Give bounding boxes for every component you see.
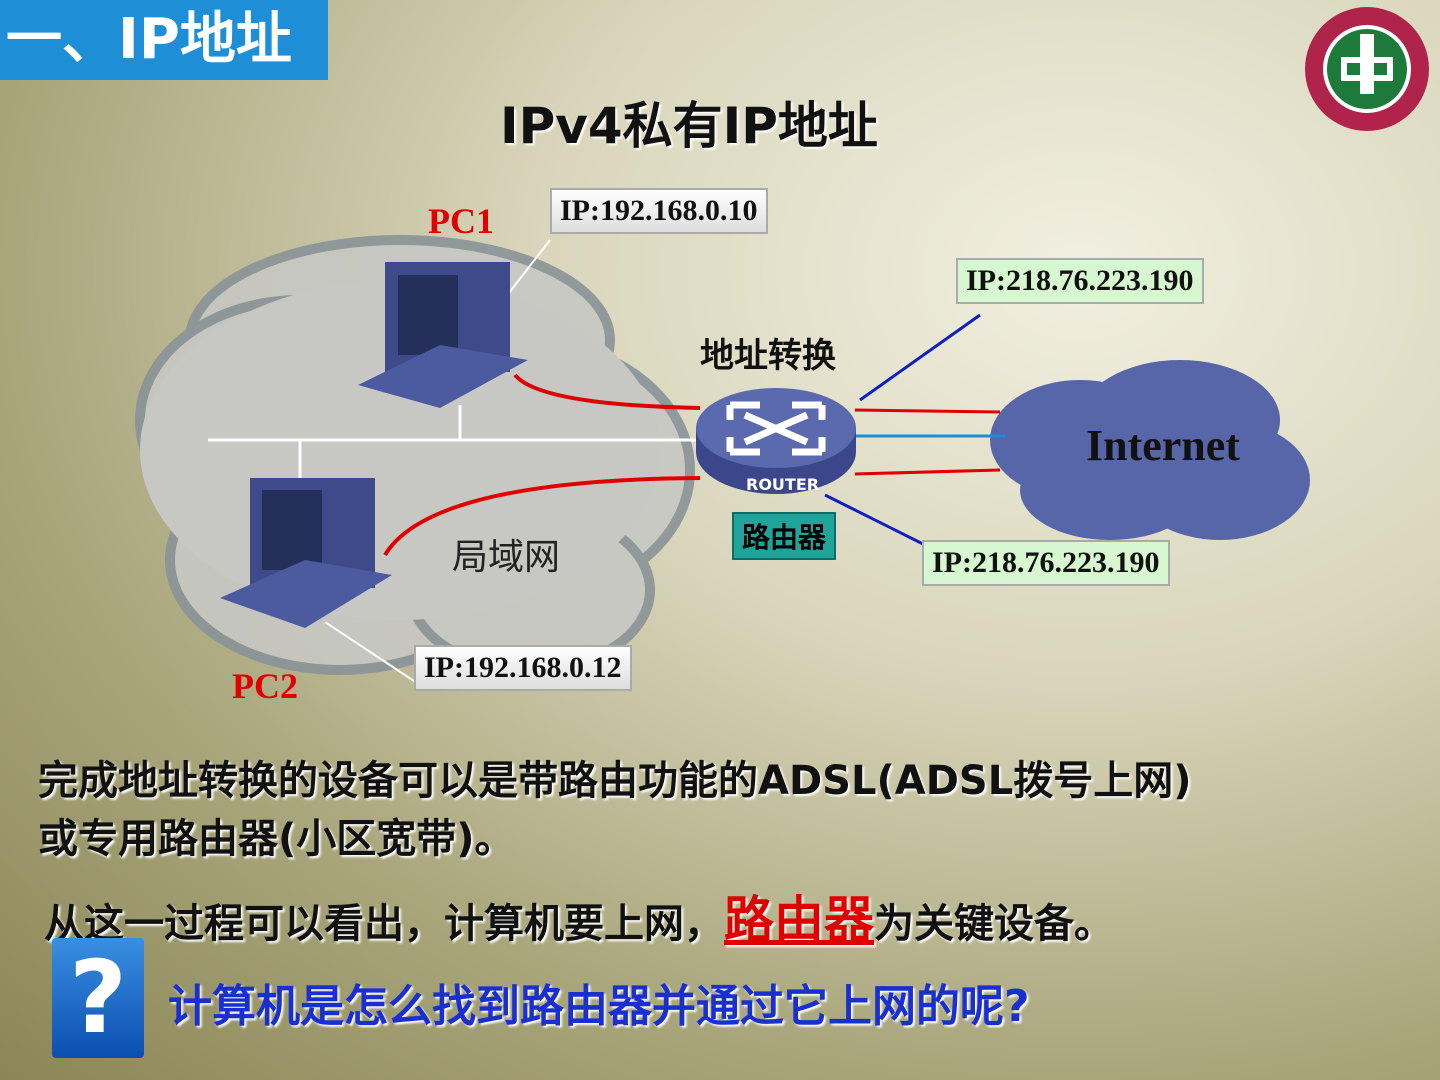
text-line-1: 完成地址转换的设备可以是带路由功能的ADSL(ADSL拨号上网): [38, 758, 1192, 804]
router-icon: ROUTER: [696, 388, 856, 494]
pc1-label: PC1: [428, 201, 494, 241]
question-text: 计算机是怎么找到路由器并通过它上网的呢?: [168, 981, 1030, 1032]
nat-label: 地址转换: [700, 336, 836, 376]
highlight-router: 路由器: [724, 891, 874, 949]
lan-label: 局域网: [452, 537, 561, 578]
internet-cloud: [990, 360, 1310, 540]
text-line-3: 从这一过程可以看出，计算机要上网，路由器为关键设备。: [44, 880, 1114, 952]
internet-label: Internet: [1086, 421, 1240, 470]
text-line-2: 或专用路由器(小区宽带)。: [38, 816, 515, 862]
public-ip-bottom-label: IP:218.76.223.190: [922, 540, 1170, 586]
public-ip-top-label: IP:218.76.223.190: [956, 258, 1204, 304]
question-mark-icon: ?: [52, 938, 144, 1058]
pc2-computer-icon: [220, 478, 392, 628]
pc1-computer-icon: [358, 262, 528, 408]
pc1-ip-label: IP:192.168.0.10: [550, 188, 768, 234]
school-logo: [1300, 4, 1434, 134]
text-line-3-suffix: 为关键设备。: [874, 901, 1114, 947]
page-title: IPv4私有IP地址: [500, 97, 878, 155]
pc2-ip-label: IP:192.168.0.12: [414, 645, 632, 691]
svg-text:ROUTER: ROUTER: [746, 475, 819, 494]
router-name-label: 路由器: [732, 512, 837, 560]
section-title: 一、IP地址: [0, 0, 328, 80]
text-line-3-prefix: 从这一过程可以看出，计算机要上网，: [44, 901, 724, 947]
pc2-label: PC2: [232, 666, 298, 706]
